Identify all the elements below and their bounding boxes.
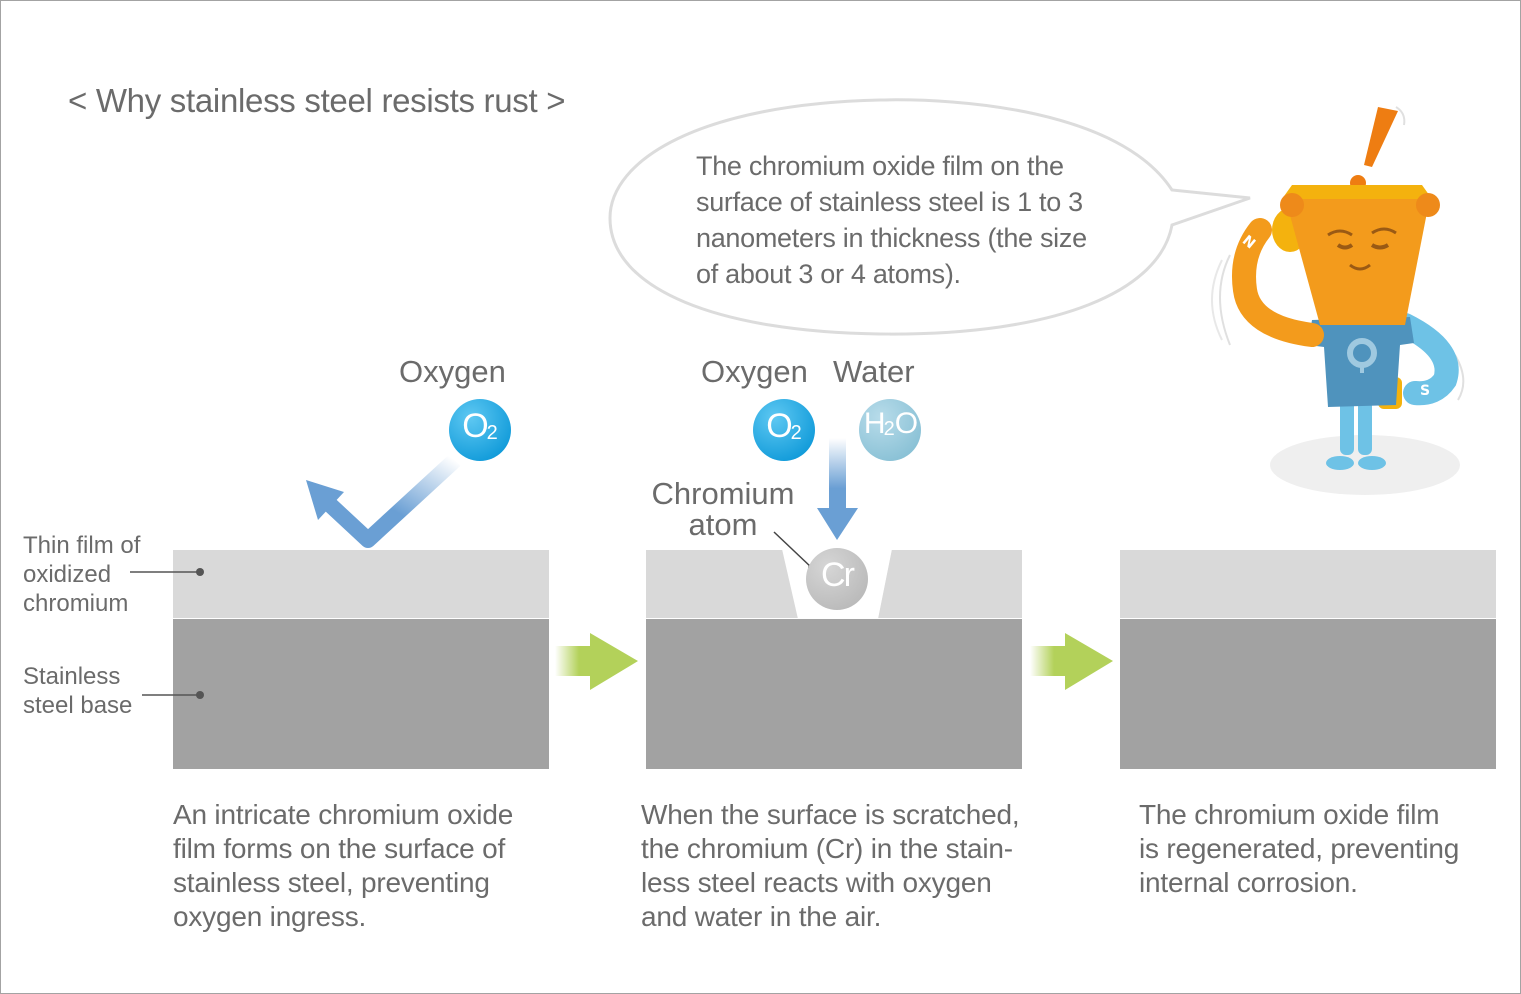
oxygen-molecule-1 [449,399,511,461]
base-leader-dot [196,691,204,699]
oxide-film-layer [173,550,549,618]
stage3-panel [1120,550,1496,769]
chromium-atom-label: Chromium atom [648,478,798,540]
atom-label-line: atom [688,507,758,542]
stage1-caption: An intricate chromium oxide film forms o… [173,798,573,934]
steel-base-layer [1120,619,1496,769]
base-label-line: steel base [23,692,133,719]
caption-line: is regenerated, preventing [1139,833,1460,864]
film-label: Thin film of oxidized chromium [23,531,140,618]
film-label-line: oxidized [23,561,112,588]
caption-line: oxygen ingress. [173,901,367,932]
caption-line: and water in the air. [641,901,882,932]
chromium-leader-line [773,531,813,569]
caption-line: When the surface is scratched, [641,799,1020,830]
caption-line: the chromium (Cr) in the stain- [641,833,1013,864]
caption-line: film forms on the surface of [173,833,506,864]
bubble-line: surface of stainless steel is 1 to 3 [696,187,1083,217]
o2-symbol-2: O2 [753,407,815,453]
steel-base-layer [646,619,1022,769]
green-arrow-1 [555,633,638,690]
water-molecule [859,399,921,461]
h2o-h: H [863,407,886,440]
film-leader-dot [196,568,204,576]
o2-sub: 2 [790,422,802,444]
caption-line: internal corrosion. [1139,867,1358,898]
caption-line: An intricate chromium oxide [173,799,514,830]
atom-label-line: Chromium [651,476,795,511]
oxygen-bounce-arrow [319,454,461,548]
stage1-oxygen-label: Oxygen [399,354,506,389]
bubble-line: The chromium oxide film on the [696,151,1064,181]
oxygen-molecule-2 [753,399,815,461]
caption-line: less steel reacts with oxygen [641,867,992,898]
h2o-symbol: H2O [859,407,921,453]
o2-symbol-1: O2 [449,407,511,453]
caption-line: The chromium oxide film [1139,799,1440,830]
bubble-line: nanometers in thickness (the size [696,223,1087,253]
caption-line: stainless steel, preventing [173,867,490,898]
h2o-sub: 2 [883,418,895,440]
speech-bubble-text: The chromium oxide film on the surface o… [696,148,1146,292]
green-arrow-2 [1030,633,1113,690]
stage1-panel [173,550,549,769]
o2-main: O [462,407,488,445]
stage2-caption: When the surface is scratched, the chrom… [641,798,1041,934]
o2-main: O [766,407,792,445]
stage2-water-label: Water [833,354,915,389]
bubble-line: of about 3 or 4 atoms). [696,259,961,289]
oxide-film-layer [1120,550,1496,618]
steel-base-layer [173,619,549,769]
arm-letter-s: S [1420,383,1430,399]
diagram-title: < Why stainless steel resists rust > [68,82,566,119]
film-label-line: Thin film of [23,532,141,559]
base-label-line: Stainless [23,663,121,690]
h2o-o: O [894,407,918,440]
film-label-line: chromium [23,590,129,617]
stage3-caption: The chromium oxide film is regenerated, … [1139,798,1521,900]
stage2-oxygen-label: Oxygen [701,354,808,389]
mascot-character: S N [1211,106,1465,495]
o2-sub: 2 [486,422,498,444]
oxygen-down-arrow [829,438,846,510]
base-label: Stainless steel base [23,662,132,720]
cr-symbol: Cr [821,556,855,594]
chromium-atom [806,548,868,610]
exclamation-icon [1364,107,1398,167]
